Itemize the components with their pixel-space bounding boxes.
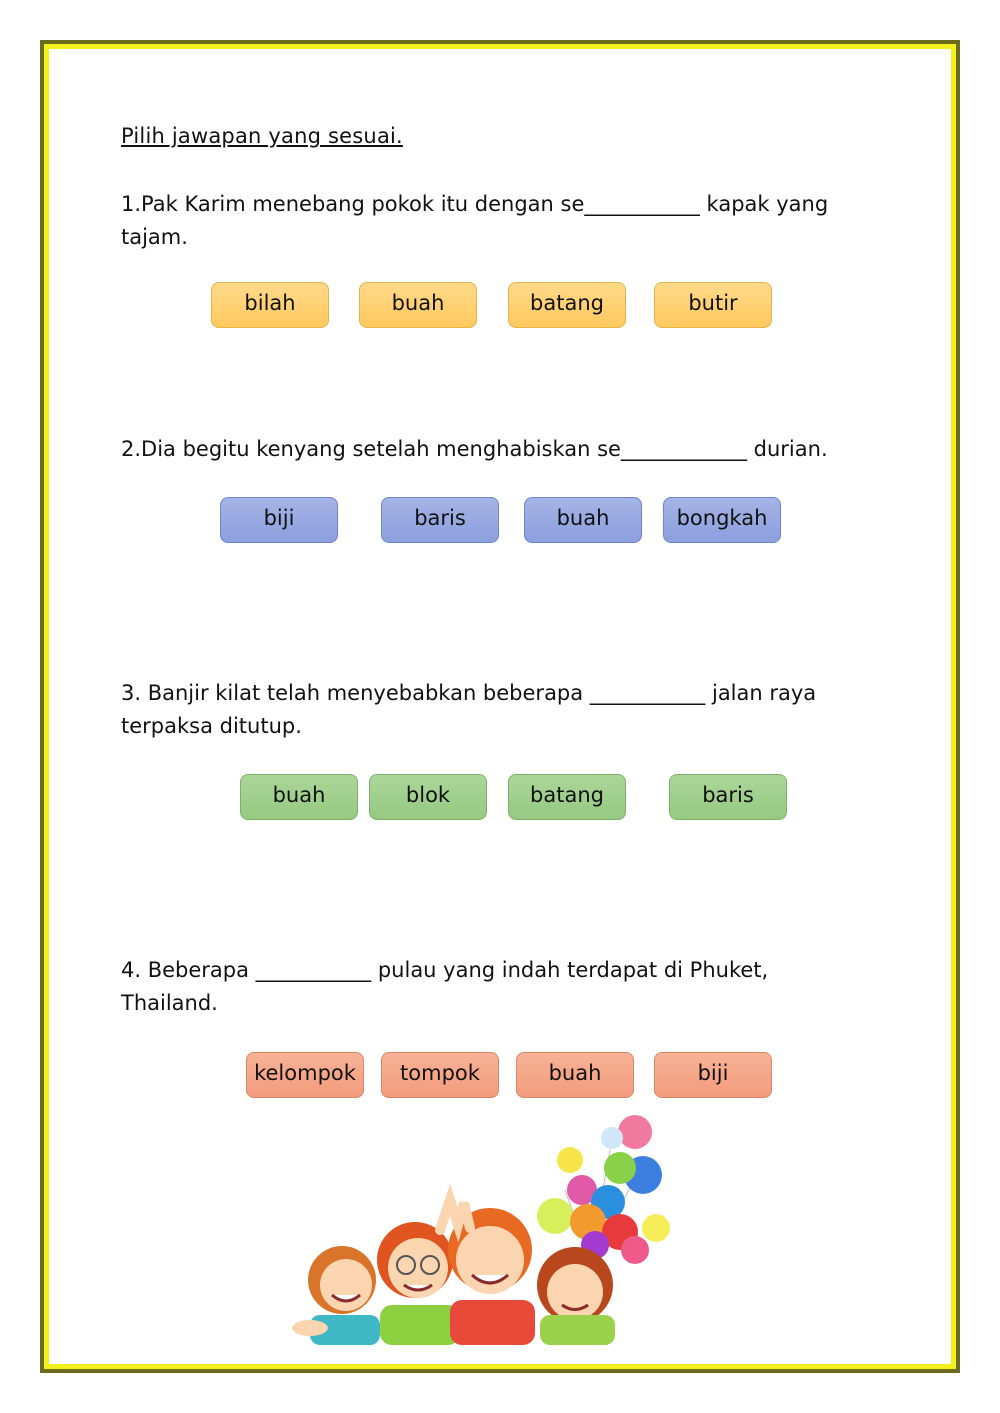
q1-option-butir[interactable]: butir bbox=[654, 282, 772, 328]
q2-option-baris[interactable]: baris bbox=[381, 497, 499, 543]
q2-option-biji[interactable]: biji bbox=[220, 497, 338, 543]
q3-option-buah[interactable]: buah bbox=[240, 774, 358, 820]
q4-option-kelompok[interactable]: kelompok bbox=[246, 1052, 364, 1098]
question-4-line-2: Thailand. bbox=[121, 991, 218, 1015]
question-1-line-1: 1.Pak Karim menebang pokok itu dengan se… bbox=[121, 192, 829, 216]
kids-with-balloons-illustration bbox=[292, 1115, 670, 1345]
q1-option-batang[interactable]: batang bbox=[508, 282, 626, 328]
q3-option-batang[interactable]: batang bbox=[508, 774, 626, 820]
q2-option-buah[interactable]: buah bbox=[524, 497, 642, 543]
q4-option-tompok[interactable]: tompok bbox=[381, 1052, 499, 1098]
question-2-line-1: 2.Dia begitu kenyang setelah menghabiska… bbox=[121, 437, 828, 461]
q1-option-bilah[interactable]: bilah bbox=[211, 282, 329, 328]
question-1-line-2: tajam. bbox=[121, 225, 188, 249]
question-3-line-2: terpaksa ditutup. bbox=[121, 714, 302, 738]
q4-option-biji[interactable]: biji bbox=[654, 1052, 772, 1098]
q1-option-buah[interactable]: buah bbox=[359, 282, 477, 328]
question-4: 4. Beberapa ___________ pulau yang indah… bbox=[121, 954, 881, 1020]
question-1: 1.Pak Karim menebang pokok itu dengan se… bbox=[121, 188, 881, 254]
instruction-text: Pilih jawapan yang sesuai. bbox=[121, 124, 403, 148]
q2-option-bongkah[interactable]: bongkah bbox=[663, 497, 781, 543]
question-3: 3. Banjir kilat telah menyebabkan bebera… bbox=[121, 677, 881, 743]
question-4-line-1: 4. Beberapa ___________ pulau yang indah… bbox=[121, 958, 769, 982]
q4-option-buah[interactable]: buah bbox=[516, 1052, 634, 1098]
question-3-line-1: 3. Banjir kilat telah menyebabkan bebera… bbox=[121, 681, 817, 705]
q3-option-baris[interactable]: baris bbox=[669, 774, 787, 820]
q3-option-blok[interactable]: blok bbox=[369, 774, 487, 820]
question-2: 2.Dia begitu kenyang setelah menghabiska… bbox=[121, 433, 881, 466]
page-border-inner bbox=[44, 44, 956, 1369]
